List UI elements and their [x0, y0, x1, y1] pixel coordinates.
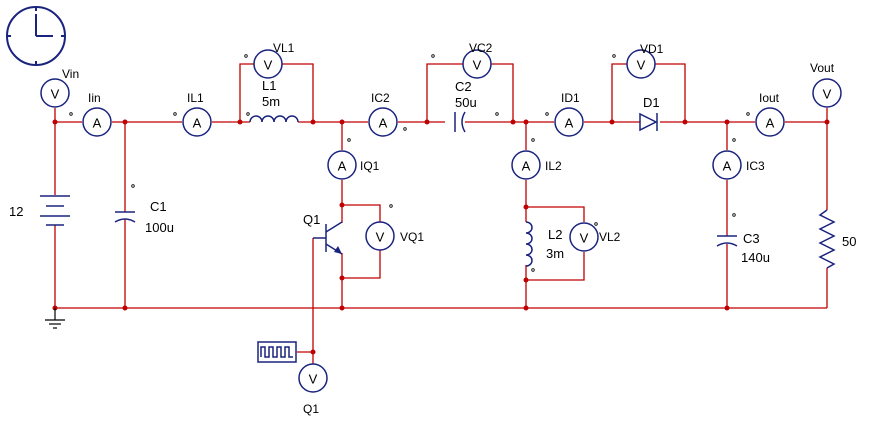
svg-text:A: A — [193, 116, 202, 131]
meter-il2[interactable]: A — [511, 150, 541, 180]
svg-text:A: A — [766, 116, 775, 131]
inductor-l1[interactable] — [249, 115, 299, 123]
meter-id1[interactable]: A — [554, 107, 584, 137]
capacitor-c3[interactable] — [716, 235, 738, 247]
meter-vc2-label: VC2 — [469, 41, 493, 55]
meter-id1-label: ID1 — [561, 91, 580, 105]
capacitor-c1[interactable] — [114, 211, 136, 223]
diode-d1[interactable] — [639, 112, 658, 132]
meter-vd1-label: VD1 — [640, 42, 664, 56]
meter-iout-label: Iout — [759, 91, 780, 105]
meter-vl1-label: VL1 — [273, 41, 295, 55]
source-value: 12 — [9, 204, 23, 219]
svg-text:V: V — [580, 231, 589, 246]
clock-icon[interactable] — [6, 6, 66, 66]
svg-text:V: V — [637, 58, 646, 73]
meter-iin-label: Iin — [88, 91, 101, 105]
resistor-value: 50 — [842, 234, 856, 249]
capacitor-c2[interactable] — [454, 111, 466, 133]
svg-text:A: A — [723, 159, 732, 174]
polarity-dots — [69, 54, 750, 272]
d1-name: D1 — [643, 95, 660, 110]
inductor-l2[interactable] — [525, 221, 533, 267]
wires — [54, 63, 828, 364]
meter-il1[interactable]: A — [182, 107, 212, 137]
svg-text:V: V — [51, 87, 60, 102]
svg-text:A: A — [565, 116, 574, 131]
c2-value: 50u — [455, 95, 477, 110]
meter-vc2[interactable]: V — [462, 49, 492, 79]
meter-iin[interactable]: A — [82, 107, 112, 137]
c2-name: C2 — [455, 79, 472, 94]
meter-ic2-label: IC2 — [371, 91, 390, 105]
meter-il1-label: IL1 — [187, 91, 204, 105]
meter-ic3[interactable]: A — [712, 150, 742, 180]
c1-value: 100u — [145, 220, 174, 235]
meter-ic2[interactable]: A — [368, 107, 398, 137]
svg-text:V: V — [473, 58, 482, 73]
junction-dots — [52, 119, 830, 355]
meter-vout-label: Vout — [810, 61, 835, 75]
svg-text:A: A — [338, 159, 347, 174]
q1-name: Q1 — [303, 212, 320, 227]
meter-q1-gate[interactable]: V — [298, 363, 328, 393]
c3-name: C3 — [743, 231, 760, 246]
meter-vl2[interactable]: V — [569, 222, 599, 252]
svg-text:V: V — [376, 230, 385, 245]
meter-vq1[interactable]: V — [365, 221, 395, 251]
meter-iq1[interactable]: A — [327, 150, 357, 180]
meter-iout[interactable]: A — [755, 107, 785, 137]
svg-text:V: V — [309, 372, 318, 387]
l1-value: 5m — [262, 94, 280, 109]
svg-text:A: A — [379, 116, 388, 131]
meter-vq1-label: VQ1 — [400, 230, 424, 244]
l1-name: L1 — [262, 78, 276, 93]
svg-text:V: V — [264, 58, 273, 73]
meter-vl2-label: VL2 — [599, 230, 621, 244]
l2-name: L2 — [548, 227, 562, 242]
svg-text:A: A — [93, 116, 102, 131]
resistor-load[interactable] — [818, 209, 836, 269]
meter-q1-gate-label: Q1 — [303, 402, 319, 416]
meter-iq1-label: IQ1 — [360, 159, 380, 173]
svg-text:V: V — [823, 87, 832, 102]
svg-text:A: A — [522, 159, 531, 174]
meter-vl1[interactable]: V — [253, 49, 283, 79]
meter-vout[interactable]: V — [812, 78, 842, 108]
battery-source[interactable] — [40, 195, 70, 226]
l2-value: 3m — [546, 246, 564, 261]
meter-vin[interactable]: V — [40, 78, 70, 108]
pulse-source-icon[interactable] — [257, 341, 297, 363]
c3-value: 140u — [741, 250, 770, 265]
c1-name: C1 — [150, 199, 167, 214]
meter-vin-label: Vin — [62, 67, 79, 81]
meter-il2-label: IL2 — [545, 159, 562, 173]
ground-icon — [45, 308, 65, 329]
meter-ic3-label: IC3 — [746, 159, 765, 173]
transistor-q1[interactable] — [313, 221, 343, 255]
meter-vd1[interactable]: V — [626, 49, 656, 79]
